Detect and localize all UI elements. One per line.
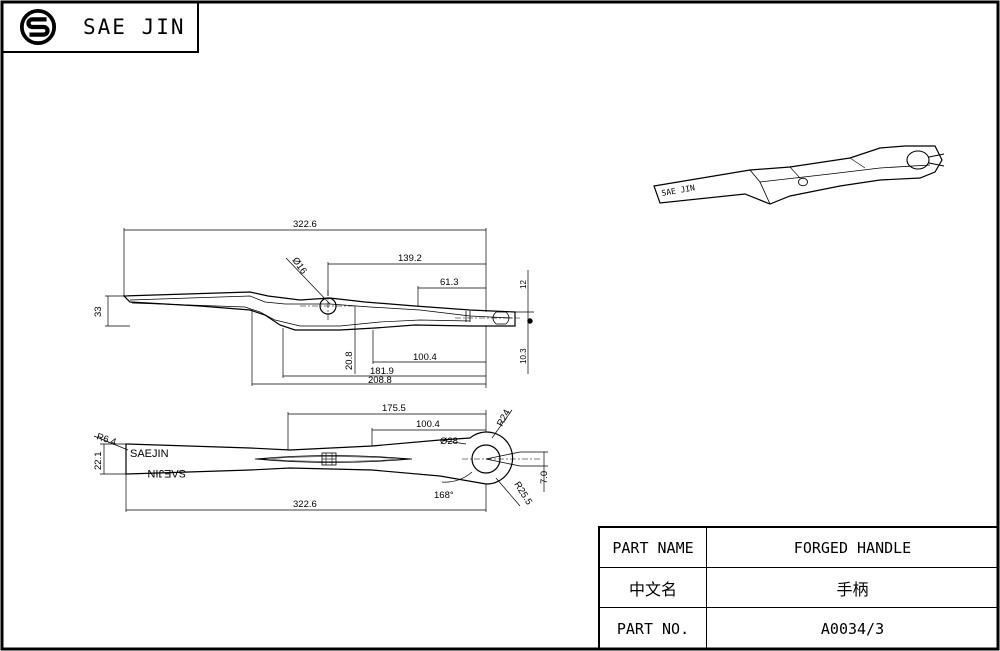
side-view (93, 409, 548, 512)
dim-overall-length: 322.6 (293, 219, 317, 230)
brand-block: SAE JIN (3, 3, 199, 53)
dim-eye-dia: Ø28 (440, 436, 458, 447)
dim-to-hole: 139.2 (398, 253, 422, 264)
zh-name-label: 中文名 (600, 568, 707, 607)
dim-slot-span: 61.3 (440, 277, 459, 288)
dim-gap: 7.0 (539, 471, 550, 484)
dim-web-short: 100.4 (416, 419, 440, 430)
dim-offset: 20.8 (344, 352, 355, 371)
dim-web-length: 175.5 (382, 403, 406, 414)
dim-upper: 12 (519, 280, 528, 289)
zh-name-value: 手柄 (836, 579, 869, 599)
dim-height: 33 (93, 306, 104, 317)
part-name-value: FORGED HANDLE (793, 538, 912, 557)
dim-side-overall-length: 322.6 (293, 499, 317, 510)
brand-name: SAE JIN (83, 15, 186, 39)
dim-hole-dia: Ø16 (290, 255, 309, 276)
part-no-value: A0034/3 (820, 619, 885, 638)
dim-lower: 10.3 (519, 348, 528, 364)
title-row-part-no: PART NO. A0034/3 (600, 608, 998, 649)
sj-logo-icon (19, 8, 57, 46)
dim-span-1: 181.9 (370, 366, 394, 377)
part-no-label: PART NO. (600, 608, 707, 649)
part-name-label: PART NAME (600, 528, 707, 567)
dim-tip-radius: R6.4 (95, 431, 117, 448)
iso-view (653, 145, 945, 205)
engraving-text: SAEJIN (130, 448, 169, 460)
dim-mid: 100.4 (413, 352, 437, 363)
title-row-part-name: PART NAME FORGED HANDLE (600, 528, 998, 568)
top-view-labels: 322.6 139.2 61.3 Ø16 33 20.8 100.4 181.9… (93, 219, 528, 386)
title-row-zh-name: 中文名 手柄 (600, 568, 998, 608)
dim-outer-radius: R25.5 (511, 480, 534, 507)
dim-end-width: 22.1 (93, 452, 104, 471)
iso-engraving: SAE JIN (661, 183, 696, 198)
top-view (105, 228, 534, 388)
dim-span-2: 208.8 (368, 375, 392, 386)
dim-angle: 168° (434, 490, 454, 501)
engraving-text-mirrored: SAEJIN (147, 467, 186, 479)
dim-eye-radius: R24 (495, 408, 513, 429)
title-block: PART NAME FORGED HANDLE 中文名 手柄 PART NO. … (598, 526, 998, 649)
